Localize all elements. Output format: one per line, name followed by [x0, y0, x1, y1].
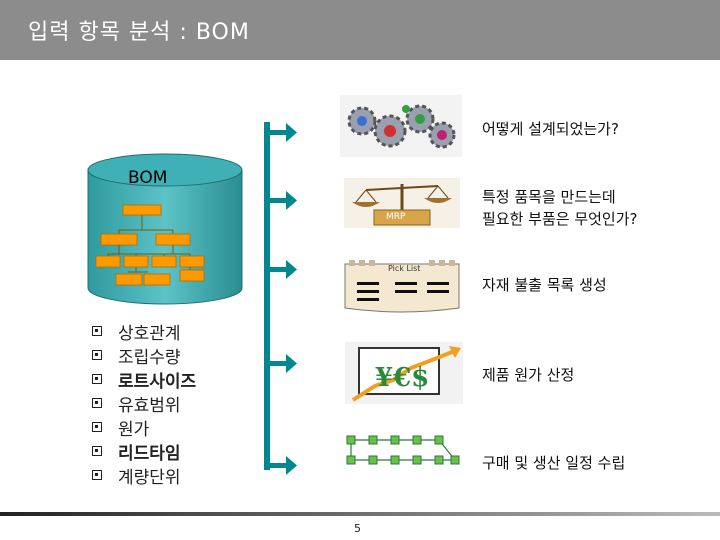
- attribute-label: 계량단위: [118, 467, 181, 488]
- square-bullet-icon: [92, 374, 102, 384]
- bom-label: BOM: [128, 168, 168, 188]
- svg-text:¥€$: ¥€$: [375, 363, 429, 393]
- square-bullet-icon: [92, 350, 102, 360]
- attribute-item: 리드타임: [92, 439, 181, 464]
- slide-title: 입력 항목 분석 : BOM: [28, 20, 250, 45]
- item-label-pick-list: 자재 불출 목록 생성: [482, 276, 607, 294]
- attribute-item: 로트사이즈: [92, 367, 197, 392]
- footer-divider: [0, 512, 720, 516]
- scale-icon: [344, 178, 460, 228]
- price-chart-icon: ¥€$: [345, 342, 463, 404]
- connector-arrows: [264, 122, 297, 475]
- item-label-schedule: 구매 및 생산 일정 수립: [482, 454, 626, 472]
- title-bar: 입력 항목 분석 : BOM: [0, 0, 720, 60]
- square-bullet-icon: [92, 422, 102, 432]
- attribute-label: 조립수량: [118, 347, 181, 368]
- attribute-label: 상호관계: [118, 323, 181, 344]
- pick-list-text: Pick List: [388, 264, 421, 273]
- bom-database-cylinder: [87, 153, 243, 305]
- item-label-design: 어떻게 설계되었는가?: [482, 120, 619, 138]
- attribute-item: 유효범위: [92, 391, 181, 416]
- attribute-item: 계량단위: [92, 463, 181, 488]
- attribute-label: 로트사이즈: [118, 371, 197, 392]
- attribute-label: 원가: [118, 419, 150, 440]
- mrp-text: MRP: [386, 212, 406, 222]
- attribute-item: 상호관계: [92, 319, 181, 344]
- schedule-network-icon: [346, 435, 460, 465]
- attribute-label: 리드타임: [118, 443, 181, 464]
- page-number: 5: [354, 522, 361, 535]
- item-label-cost: 제품 원가 산정: [482, 366, 575, 384]
- square-bullet-icon: [92, 446, 102, 456]
- attribute-label: 유효범위: [118, 395, 181, 416]
- square-bullet-icon: [92, 326, 102, 336]
- square-bullet-icon: [92, 398, 102, 408]
- attribute-item: 원가: [92, 415, 150, 440]
- gears-icon: [340, 95, 462, 157]
- attribute-item: 조립수량: [92, 343, 181, 368]
- square-bullet-icon: [92, 470, 102, 480]
- item-label-parts: 특정 품목을 만드는데 필요한 부품은 무엇인가?: [482, 188, 638, 228]
- pick-list-icon: [344, 260, 460, 313]
